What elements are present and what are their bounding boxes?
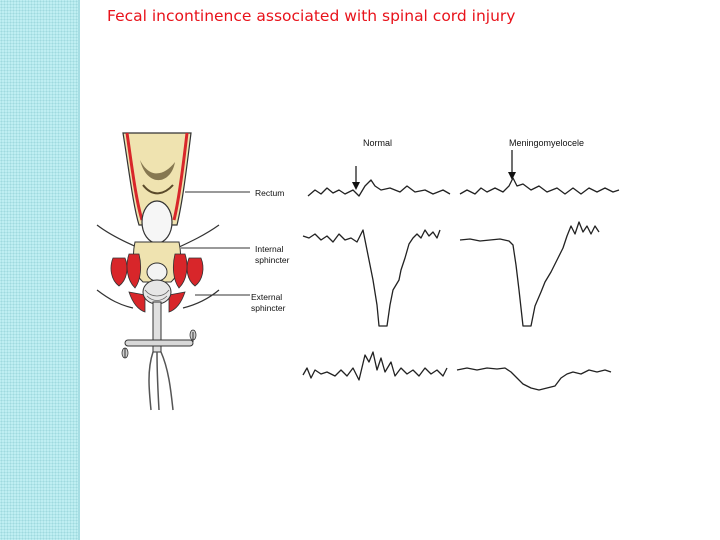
- stimulus-arrow-normal: [352, 166, 360, 190]
- trace-meningomyelocele-external-sphincter: [456, 367, 612, 391]
- slide-title: Fecal incontinence associated with spina…: [107, 7, 516, 25]
- label-rectum: Rectum: [255, 188, 284, 198]
- stimulus-arrow-meningomyelocele: [508, 150, 516, 180]
- label-internal-line1: Internal: [255, 244, 283, 254]
- column-header-meningomyelocele: Meningomyelocele: [509, 138, 584, 148]
- anatomy-pointer-lines: [181, 191, 250, 296]
- trace-normal-external-sphincter: [302, 351, 448, 381]
- label-external-line1: External: [251, 292, 282, 302]
- trace-normal-rectum: [307, 179, 451, 197]
- trace-meningomyelocele-rectum: [459, 177, 620, 195]
- decorative-side-strip: [0, 0, 78, 540]
- side-strip-edge: [78, 0, 80, 540]
- label-internal-line2: sphincter: [255, 255, 290, 265]
- label-external-line2: sphincter: [251, 303, 286, 313]
- anorectal-anatomy-illustration: [96, 132, 220, 411]
- column-header-normal: Normal: [363, 138, 392, 148]
- anorectal-manometry-figure: Rectum Internal sphincter External sphin…: [95, 130, 635, 415]
- trace-normal-internal-sphincter: [302, 229, 441, 327]
- trace-meningomyelocele-internal-sphincter: [459, 221, 600, 327]
